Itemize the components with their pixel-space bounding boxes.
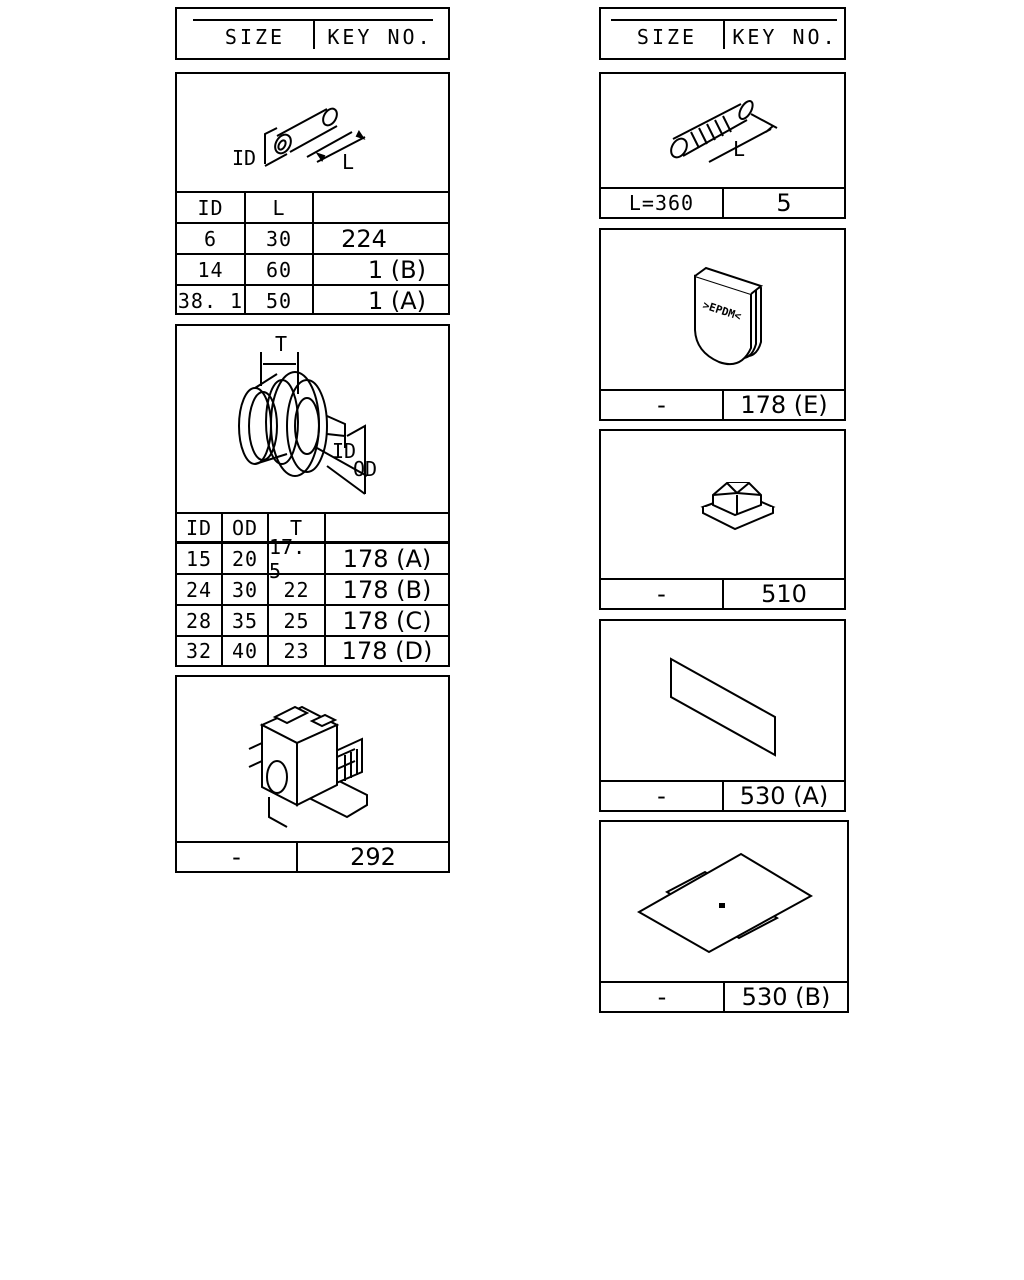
tube-row-key: 1 (A) — [367, 286, 426, 315]
table-col-rule — [324, 512, 326, 665]
grommet-col-od: OD — [231, 515, 259, 540]
sheet-key: 530 (B) — [741, 983, 831, 1011]
grommet-row-key: 178 (C) — [342, 606, 432, 635]
grommet-row-od: 30 — [231, 577, 259, 602]
table-rule — [177, 604, 448, 606]
tube-col-id: ID — [197, 195, 224, 220]
tube-id-label: ID — [232, 146, 256, 170]
tape-strip-panel: - 530 (A) — [599, 619, 846, 812]
sheet-size: - — [657, 983, 667, 1011]
table-col-rule — [722, 578, 724, 608]
table-rule — [177, 541, 448, 544]
grommet-row-od: 40 — [231, 639, 259, 663]
table-col-rule — [722, 187, 724, 217]
clip-size: - — [657, 580, 666, 608]
header-divider — [723, 21, 725, 49]
table-rule — [177, 841, 448, 843]
connector-size: - — [232, 843, 241, 871]
tube-panel: ID L ID L 6 30 224 14 60 1 (B) 38. 1 50 … — [175, 72, 450, 315]
left-size-header: SIZE — [224, 25, 286, 49]
epdm-cap-illustration: >EPDM< — [694, 266, 764, 366]
epdm-cap-panel: >EPDM< - 178 (E) — [599, 228, 846, 421]
tape-strip-illustration — [670, 657, 776, 757]
connector-key: 292 — [350, 843, 396, 871]
left-key-header: KEY NO. — [327, 25, 433, 49]
table-col-rule — [722, 389, 724, 419]
grommet-id-label: ID — [332, 439, 356, 463]
grommet-row-od: 35 — [231, 608, 259, 633]
epdm-cap-key: 178 (E) — [740, 391, 828, 419]
table-col-rule — [221, 512, 223, 665]
tube-col-l: L — [272, 195, 286, 220]
right-key-header: KEY NO. — [732, 25, 838, 49]
grommet-t-label: T — [275, 332, 287, 356]
connector-panel: - 292 — [175, 675, 450, 873]
header-rule — [611, 19, 837, 21]
right-size-header: SIZE — [636, 25, 698, 49]
tube-row-id: 14 — [197, 257, 224, 282]
tape-strip-size: - — [657, 782, 666, 810]
tube-row-id: 38. 1 — [177, 288, 244, 313]
corrugated-tube-key: 5 — [776, 189, 792, 217]
grommet-panel: T ID OD ID OD T 15 20 17. 5 178 (A) 24 3… — [175, 324, 450, 667]
grommet-row-id: 32 — [185, 639, 213, 663]
table-col-rule — [723, 981, 725, 1011]
grommet-row-t: 23 — [283, 639, 310, 663]
table-col-rule — [244, 191, 246, 313]
corrugated-tube-l-label: L — [733, 137, 745, 161]
grommet-row-t: 22 — [283, 577, 310, 602]
clip-key: 510 — [761, 580, 807, 608]
grommet-row-id: 15 — [185, 546, 213, 571]
tube-row-key: 224 — [341, 224, 387, 253]
tube-row-key: 1 (B) — [367, 255, 426, 284]
right-header-box: SIZE KEY NO. — [599, 7, 846, 60]
table-col-rule — [722, 780, 724, 810]
header-divider — [313, 21, 315, 49]
grommet-row-od: 20 — [231, 546, 259, 571]
grommet-col-t: T — [289, 515, 304, 540]
grommet-row-key: 178 (A) — [342, 544, 432, 573]
tube-row-id: 6 — [203, 226, 218, 251]
tube-illustration: ID L — [232, 107, 366, 174]
table-rule — [177, 512, 448, 514]
header-rule — [193, 19, 433, 21]
tape-strip-key: 530 (A) — [739, 782, 829, 810]
connector-illustration — [248, 705, 368, 828]
epdm-cap-size: - — [657, 391, 666, 419]
sheet-panel: - 530 (B) — [599, 820, 849, 1013]
grommet-row-id: 28 — [185, 608, 213, 633]
grommet-od-label: OD — [353, 457, 377, 481]
left-header-box: SIZE KEY NO. — [175, 7, 450, 60]
grommet-row-t: 17. 5 — [269, 534, 306, 583]
tube-row-l: 50 — [265, 288, 293, 313]
table-rule — [177, 573, 448, 575]
tube-l-label: L — [342, 150, 354, 174]
table-col-rule — [296, 841, 298, 871]
table-col-rule — [267, 512, 269, 665]
grommet-row-t: 25 — [283, 608, 310, 633]
grommet-col-id: ID — [185, 515, 213, 540]
corrugated-tube-illustration: L — [670, 99, 778, 163]
clip-illustration — [700, 482, 776, 531]
tube-row-l: 30 — [265, 226, 293, 251]
tube-row-l: 60 — [265, 257, 293, 282]
grommet-row-key: 178 (B) — [342, 575, 432, 604]
grommet-row-id: 24 — [185, 577, 213, 602]
grommet-illustration: T ID OD — [238, 332, 377, 495]
corrugated-tube-panel: L L=360 5 — [599, 72, 846, 219]
grommet-row-key: 178 (D) — [341, 637, 433, 665]
corrugated-tube-size: L=360 — [628, 191, 695, 215]
clip-panel: - 510 — [599, 429, 846, 610]
table-rule — [177, 635, 448, 637]
table-col-rule — [312, 191, 314, 313]
sheet-illustration — [636, 852, 814, 954]
